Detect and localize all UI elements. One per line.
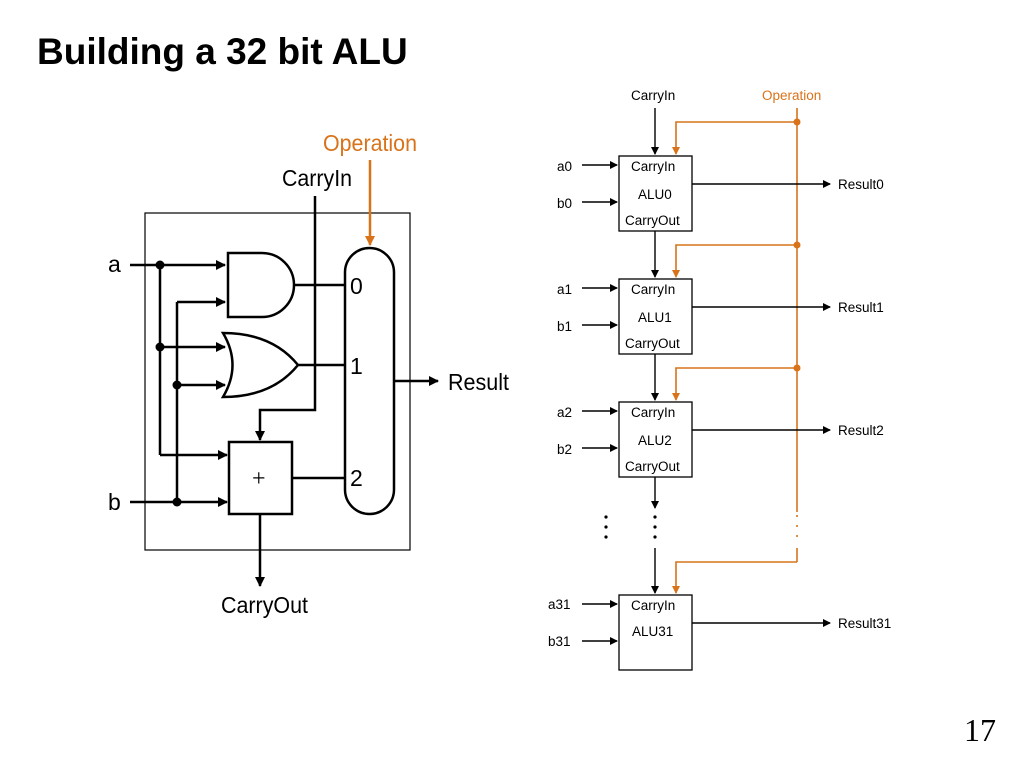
junction-dot xyxy=(155,260,165,270)
stage-name: ALU2 xyxy=(638,433,672,448)
and-gate xyxy=(226,251,296,319)
page-number: 17 xyxy=(964,712,996,748)
stage-carry-in-label: CarryIn xyxy=(631,159,675,174)
junction-dot xyxy=(155,342,165,352)
slide-title: Building a 32 bit ALU xyxy=(37,31,408,72)
mux-input-0: 0 xyxy=(350,273,363,299)
operation-branch-alu2 xyxy=(672,367,797,401)
mux-input-1: 1 xyxy=(350,353,363,379)
alu-stage-2: CarryIn ALU2 CarryOut a2 b2 Result2 xyxy=(557,401,884,478)
stage-input-b: b2 xyxy=(557,442,572,457)
ripple-operation-label: Operation xyxy=(762,88,821,103)
stage-carry-in-label: CarryIn xyxy=(631,282,675,297)
stage-input-a: a1 xyxy=(557,282,572,297)
alu-block xyxy=(618,401,693,478)
operation-junction xyxy=(793,364,801,372)
stage-carry-out-label: CarryOut xyxy=(625,213,680,228)
junction-dot xyxy=(172,497,182,507)
operation-label: Operation xyxy=(323,130,417,156)
operation-junction xyxy=(793,118,801,126)
stage-result-label: Result31 xyxy=(838,616,891,631)
alu-stage-0: CarryIn ALU0 CarryOut a0 b0 Result0 xyxy=(557,155,884,232)
stage-input-a: a0 xyxy=(557,159,572,174)
alu-block xyxy=(618,155,693,232)
carry-in-wire xyxy=(255,196,317,441)
result-label: Result xyxy=(448,369,510,395)
alu-boundary-box xyxy=(144,212,411,551)
input-a-label: a xyxy=(108,251,121,277)
stage-result-label: Result2 xyxy=(838,423,884,438)
junction-dot xyxy=(172,380,182,390)
stage-input-a: a2 xyxy=(557,405,572,420)
stage-input-b: b0 xyxy=(557,196,572,211)
stage-name: ALU1 xyxy=(638,310,672,325)
alu-block xyxy=(618,278,693,355)
operation-branch-alu1 xyxy=(672,244,797,278)
input-b-label: b xyxy=(108,489,121,515)
stage-input-a: a31 xyxy=(548,597,571,612)
operation-branch-alu31 xyxy=(672,561,797,594)
carry-out-label: CarryOut xyxy=(221,592,309,618)
operation-branch-alu0 xyxy=(672,121,797,155)
stage-input-b: b31 xyxy=(548,634,571,649)
stage-input-b: b1 xyxy=(557,319,572,334)
one-bit-alu: Operation CarryIn a b Result CarryOut + xyxy=(108,130,510,618)
stage-carry-out-label: CarryOut xyxy=(625,459,680,474)
stage-ellipsis xyxy=(604,515,657,539)
or-gate xyxy=(220,331,300,399)
ripple-carry-in-label: CarryIn xyxy=(631,88,675,103)
operation-junction xyxy=(793,241,801,249)
carry-in-label: CarryIn xyxy=(282,165,352,191)
stage-name: ALU31 xyxy=(632,624,673,639)
stage-carry-in-label: CarryIn xyxy=(631,598,675,613)
stage-result-label: Result1 xyxy=(838,300,884,315)
stage-result-label: Result0 xyxy=(838,177,884,192)
alu-stage-1: CarryIn ALU1 CarryOut a1 b1 Result1 xyxy=(557,278,884,355)
stage-carry-in-label: CarryIn xyxy=(631,405,675,420)
stage-name: ALU0 xyxy=(638,187,672,202)
ripple-carry-alu: CarryIn Operation CarryIn ALU0 CarryOut … xyxy=(548,88,891,671)
mux-input-2: 2 xyxy=(350,465,363,491)
stage-carry-out-label: CarryOut xyxy=(625,336,680,351)
adder-symbol: + xyxy=(252,466,266,492)
alu-stage-31: CarryIn ALU31 a31 b31 Result31 xyxy=(548,594,891,671)
alu-block xyxy=(618,594,693,671)
